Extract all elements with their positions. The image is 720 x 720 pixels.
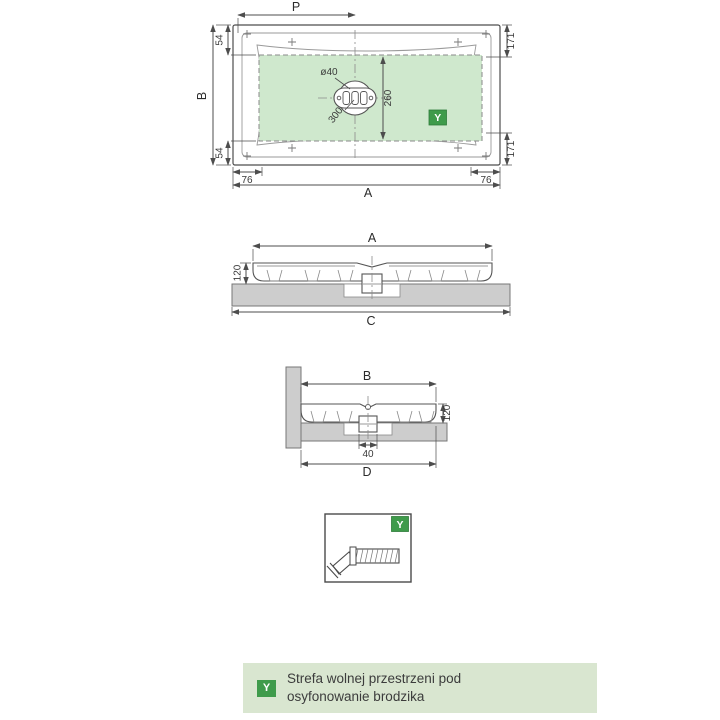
tray-side-section bbox=[300, 396, 437, 442]
dim-label-54-bottom: 54 bbox=[215, 147, 226, 159]
pipe-body bbox=[352, 548, 400, 564]
dim-label-a: A bbox=[364, 186, 373, 200]
dim-76-left: 76 bbox=[232, 167, 263, 189]
leader-line bbox=[334, 77, 351, 90]
tray-front-section bbox=[252, 256, 493, 302]
dim-54-top: 54 bbox=[215, 24, 256, 56]
dim-171-top: 171 bbox=[486, 24, 517, 58]
dim-label-120-side: 120 bbox=[442, 404, 453, 421]
dim-label-b: B bbox=[195, 92, 209, 100]
dim-label-171-bottom: 171 bbox=[506, 140, 517, 157]
legend-line-1: Strefa wolnej przestrzeni pod bbox=[287, 670, 462, 686]
dim-p: P bbox=[237, 0, 356, 33]
drain-slot bbox=[342, 91, 350, 105]
dim-label-d: D bbox=[362, 465, 371, 479]
dim-120-side: 120 bbox=[438, 403, 453, 424]
dim-a: A bbox=[232, 182, 501, 200]
leader-line bbox=[344, 99, 355, 111]
y-badge-box bbox=[428, 109, 447, 126]
drain-slot bbox=[351, 91, 359, 105]
dim-b-side: B bbox=[300, 369, 437, 402]
pipe-collar bbox=[349, 546, 357, 566]
drain-top-view bbox=[333, 80, 377, 116]
dim-label-171-top: 171 bbox=[506, 32, 517, 49]
dim-label-76-left: 76 bbox=[241, 175, 253, 186]
drain-slot bbox=[360, 91, 368, 105]
dim-label-diameter: ø40 bbox=[320, 67, 338, 78]
free-space-legend-icon: Y bbox=[257, 679, 276, 697]
dim-label-b-side: B bbox=[363, 369, 371, 383]
zone-y-badge: Y bbox=[428, 109, 447, 126]
detail-box: Y bbox=[324, 513, 412, 583]
drawing-canvas: ø40 300 260 Y P B 54 bbox=[195, 0, 517, 583]
legend-text: Strefa wolnej przestrzeni pod osyfonowan… bbox=[287, 670, 461, 706]
dim-c: C bbox=[231, 307, 511, 328]
dim-d: D bbox=[300, 426, 437, 479]
dim-label-120-front: 120 bbox=[233, 264, 244, 281]
dim-b: B bbox=[195, 24, 231, 166]
dim-diameter-40: ø40 bbox=[320, 67, 351, 90]
dim-76-right: 76 bbox=[470, 167, 501, 189]
wall-section bbox=[285, 366, 302, 449]
tray-inner-rim bbox=[241, 32, 492, 158]
dim-label-260: 260 bbox=[383, 89, 394, 106]
tray-feet-side bbox=[310, 410, 435, 423]
dim-a-front: A bbox=[252, 231, 493, 261]
dim-40-side: 40 bbox=[358, 434, 378, 460]
top-view: ø40 300 260 Y P B 54 bbox=[195, 0, 517, 200]
tray-feet-front bbox=[266, 269, 481, 282]
dim-label-54-top: 54 bbox=[215, 34, 226, 46]
pipe-flange bbox=[326, 562, 342, 579]
dim-54-bottom: 54 bbox=[215, 140, 256, 166]
tray-profile-front bbox=[252, 262, 493, 282]
dim-label-a-front: A bbox=[368, 231, 377, 245]
detail-y-badge-label: Y bbox=[396, 519, 403, 531]
dim-171-bottom: 171 bbox=[486, 132, 517, 166]
dim-260: 260 bbox=[380, 56, 394, 140]
drain-screw bbox=[336, 95, 342, 101]
screw-marks bbox=[243, 30, 490, 160]
detail-y-badge-box bbox=[391, 516, 409, 532]
y-badge-label: Y bbox=[434, 112, 441, 124]
dim-120-front: 120 bbox=[233, 262, 251, 285]
dim-label-76-right: 76 bbox=[480, 175, 492, 186]
dim-label-40-side: 40 bbox=[362, 449, 374, 460]
dim-label-p: P bbox=[292, 0, 300, 14]
legend: Y Strefa wolnej przestrzeni pod osyfonow… bbox=[243, 663, 597, 713]
side-section-view: B 120 40 D bbox=[285, 366, 453, 479]
drain-pipe-icon bbox=[326, 546, 400, 579]
dim-label-c: C bbox=[366, 314, 375, 328]
legend-line-2: osyfonowanie brodzika bbox=[287, 689, 425, 704]
drain-screw bbox=[368, 95, 374, 101]
front-section-view: A 120 C bbox=[231, 231, 511, 328]
